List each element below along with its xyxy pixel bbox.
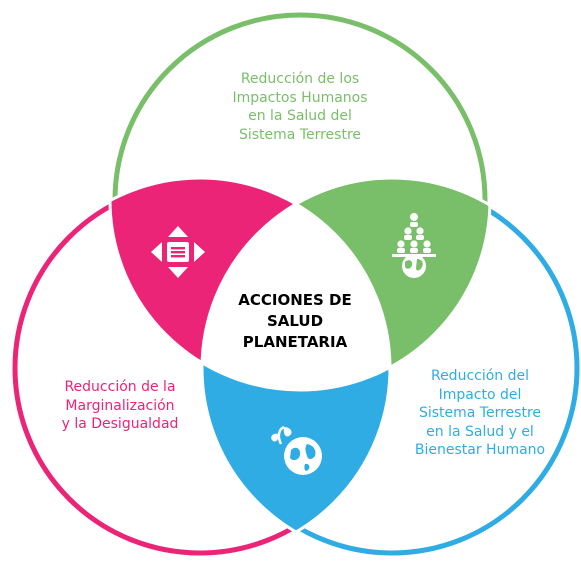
circle-left-label-line: Reducción de la xyxy=(64,379,176,395)
center-title: ACCIONES DE SALUD PLANETARIA xyxy=(215,290,375,353)
circle-top-label: Reducción de los Impactos Humanos en la … xyxy=(205,70,395,144)
circle-top-label-line: en la Salud del xyxy=(248,108,352,124)
circle-top-label-line: Reducción de los xyxy=(240,71,360,87)
circle-left-label: Reducción de la Marginalización y la Des… xyxy=(30,378,210,434)
circle-left-label-line: y la Desigualdad xyxy=(61,416,179,432)
circle-right-label: Reducción del Impacto del Sistema Terres… xyxy=(395,367,565,460)
circle-left-label-line: Marginalización xyxy=(65,397,175,414)
center-title-line: SALUD xyxy=(266,312,324,330)
circle-right-label-line: Reducción del xyxy=(430,368,530,384)
center-title-line: PLANETARIA xyxy=(242,333,348,351)
circle-right-label-line: Bienestar Humano xyxy=(414,442,546,458)
circle-right-label-line: Impacto del xyxy=(438,386,522,403)
circle-right-label-line: Sistema Terrestre xyxy=(418,405,542,421)
circle-top-label-line: Sistema Terrestre xyxy=(238,126,362,143)
center-region xyxy=(202,178,390,390)
center-title-line: ACCIONES DE xyxy=(238,291,352,309)
circle-top-label-line: Impactos Humanos xyxy=(232,89,368,106)
arrows-compass-icon xyxy=(151,226,205,278)
plant-globe-icon xyxy=(271,425,322,475)
circle-right-label-line: en la Salud y el xyxy=(426,423,534,440)
people-pyramid-globe-icon xyxy=(392,213,436,278)
